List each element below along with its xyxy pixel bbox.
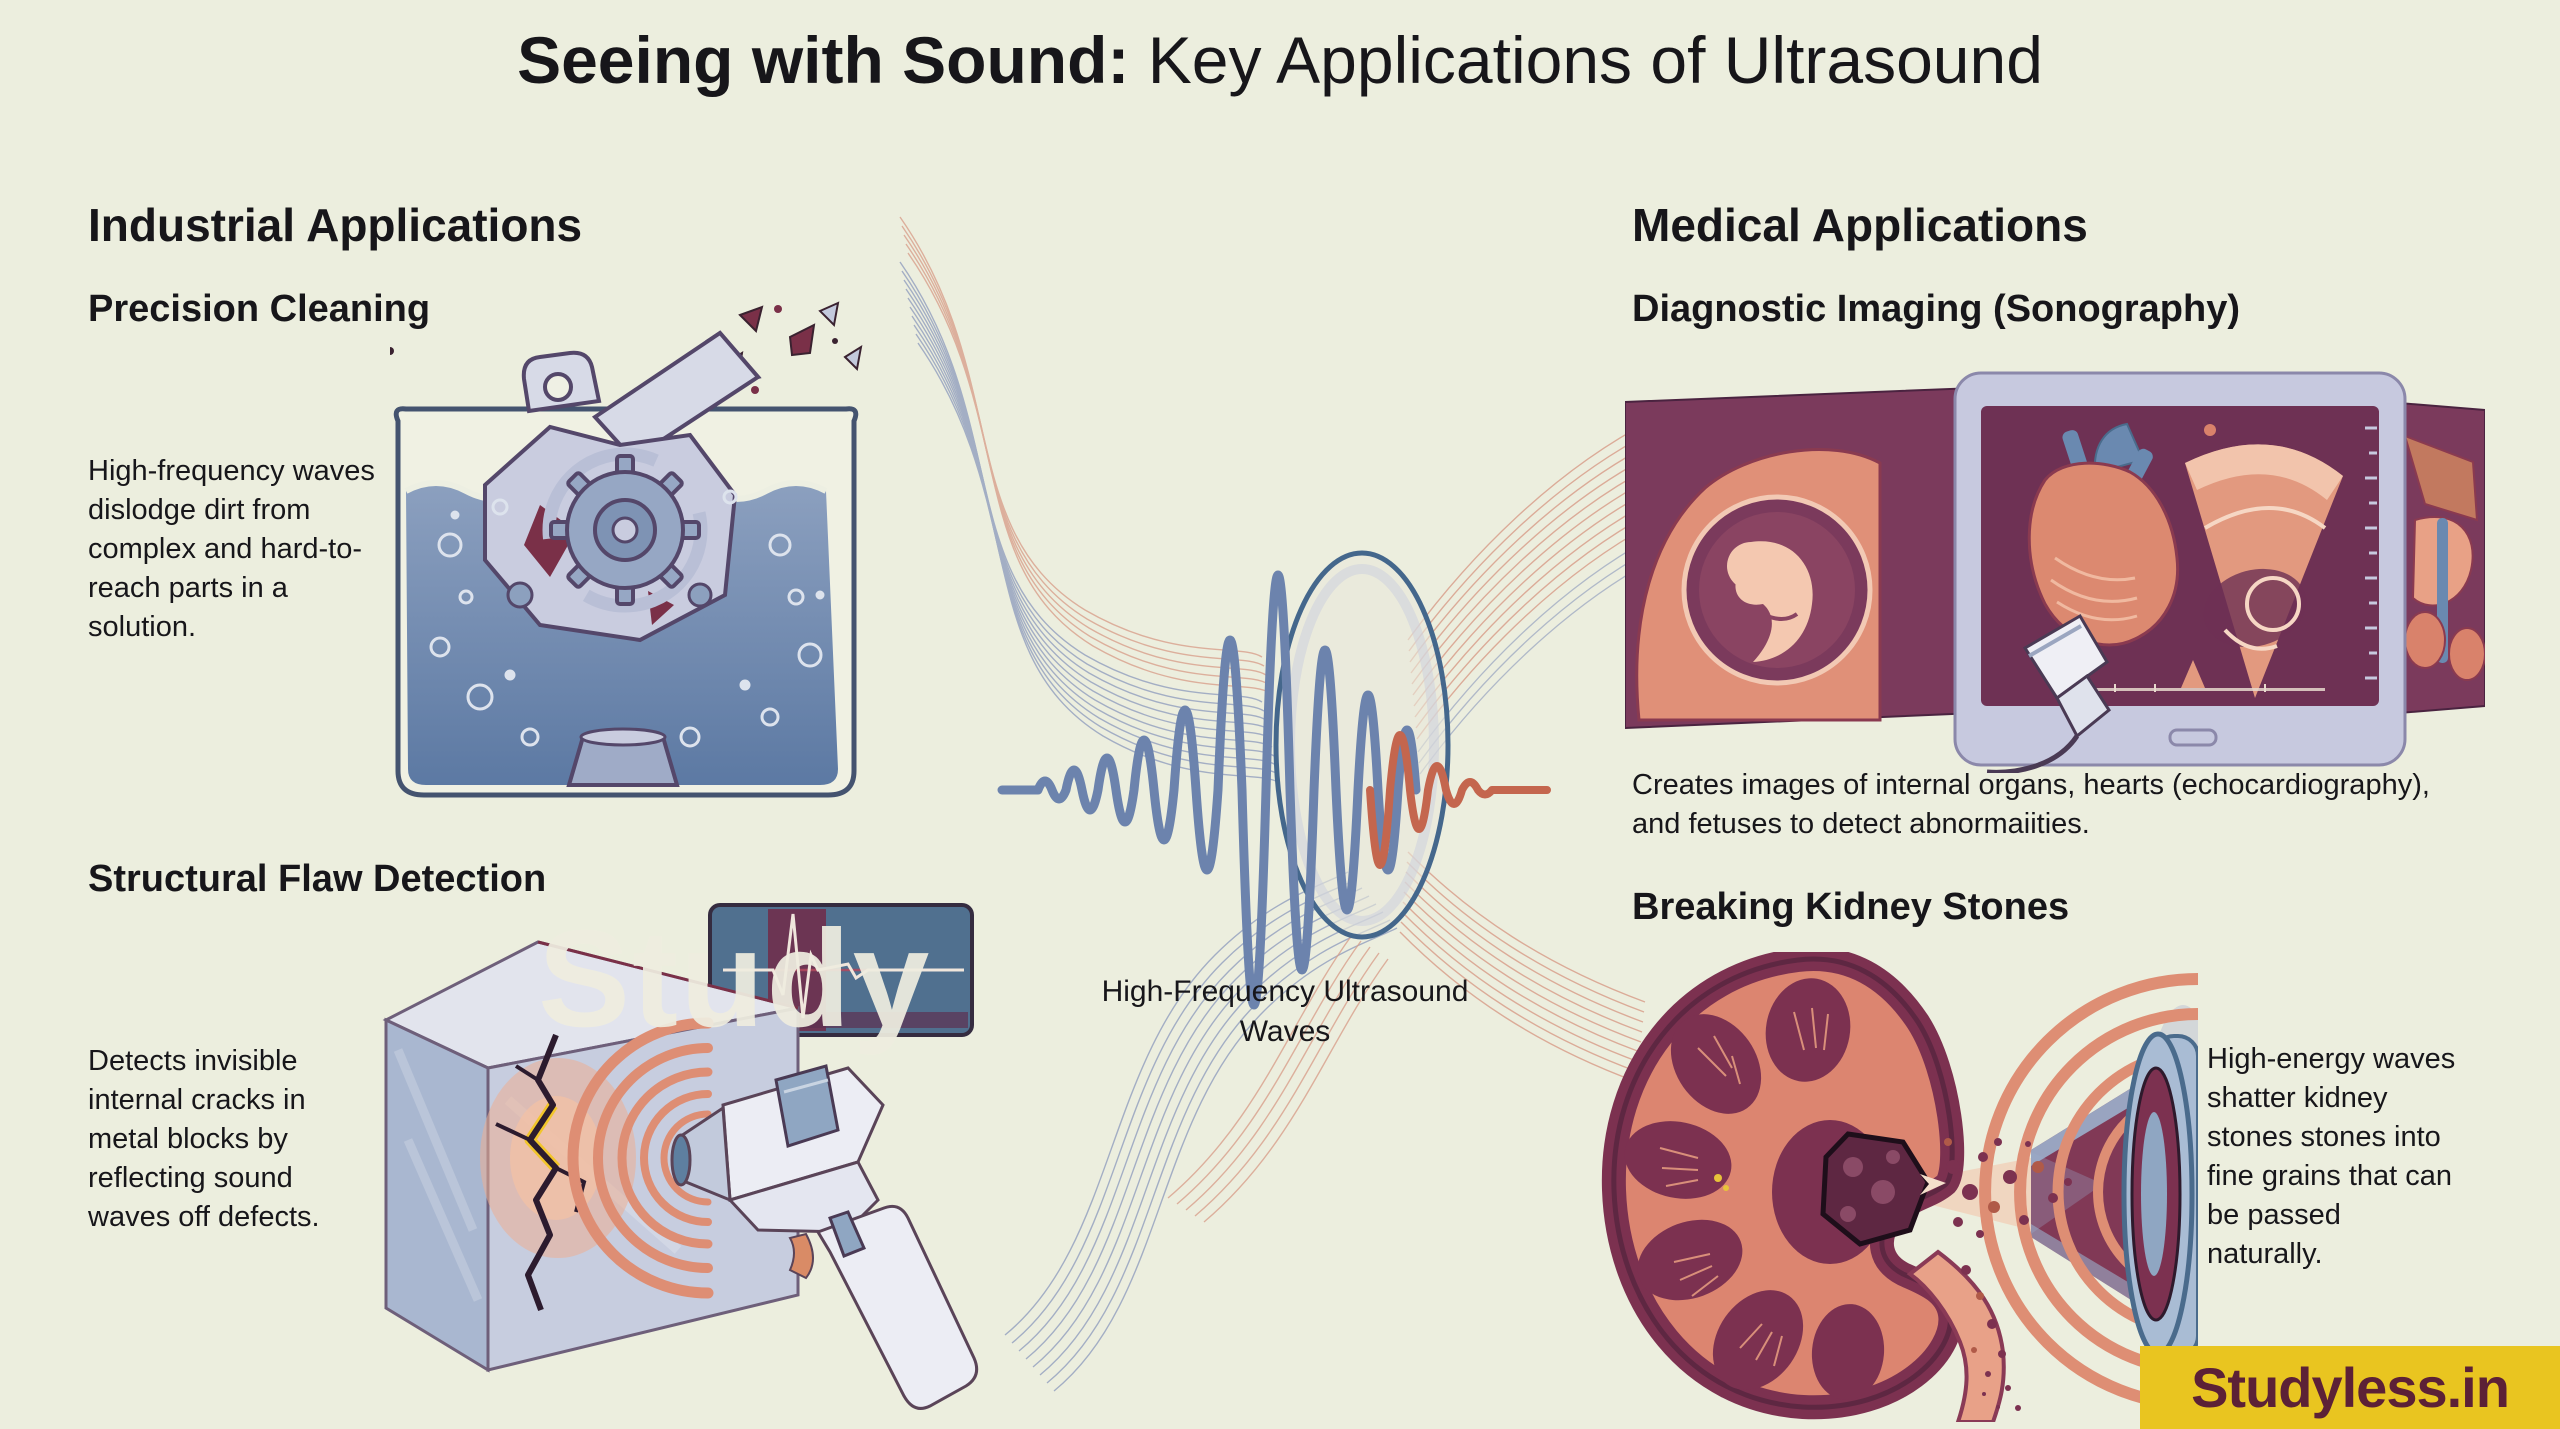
diagnostic-imaging-heading: Diagnostic Imaging (Sonography) [1632,288,2241,330]
precision-cleaning-heading: Precision Cleaning [88,288,431,330]
ultrasound-probe-icon [1986,613,2111,773]
brand-badge: Studyless.in [2140,1346,2560,1429]
flaw-detection-description: Detects invisible internal cracks in met… [88,1045,320,1233]
kidney-stones-heading: Breaking Kidney Stones [1632,886,2070,928]
ultrasound-wave-red [1366,731,1551,869]
diagnostic-imaging-description: Creates images of internal organs, heart… [1632,769,2430,840]
wave-label: High-Frequency Ultrasound Waves [1101,975,1469,1048]
fan-lines-upper-left-salmon [899,216,1271,694]
industrial-section-heading: Industrial Applications [88,199,583,251]
scan-ruler-ticks [2365,426,2377,680]
home-button [2168,728,2218,747]
machine-part [483,330,762,643]
kidney-stone-illustration [1601,952,2198,1422]
flaw-detection-heading: Structural Flaw Detection [88,858,547,900]
ultrasound-gun-icon [670,1064,979,1410]
page-title-emphasis: Seeing with Sound: [517,23,1130,97]
dirt-debris-particles [390,301,863,394]
kidney-stones-description: High-energy waves shatter kidney stones … [2207,1043,2456,1270]
medical-section-heading: Medical Applications [1632,199,2088,251]
diagnostic-imaging-illustration [1625,371,2485,773]
calyces [1624,978,1885,1400]
sonogram-fan [2185,424,2343,698]
pedestal [566,727,680,787]
calyx-lines [1659,1007,1829,1367]
page-title: Seeing with Sound: Key Applications of U… [0,22,2560,98]
scan-trace [2095,660,2325,692]
flaw-detection-illustration [382,903,979,1410]
study-watermark: Study [538,902,932,1056]
brand-badge-text: Studyless.in [2191,1356,2510,1419]
stone-fragments [1944,1138,2072,1411]
fetus-scan-panel [1625,386,1976,730]
precision-cleaning-illustration [390,301,863,798]
ultrasound-wave-blue [997,570,1421,1010]
heart-echo [2027,422,2180,647]
page-title-rest: Key Applications of Ultrasound [1129,23,2043,97]
sound-wave-arcs [567,1017,714,1299]
precision-cleaning-description: High-frequency waves dislodge dirt from … [88,455,375,643]
ultrasound-monitor [1953,371,2407,773]
lithotripsy-device [2121,1031,2198,1358]
kidney-stone [1820,1131,1946,1247]
